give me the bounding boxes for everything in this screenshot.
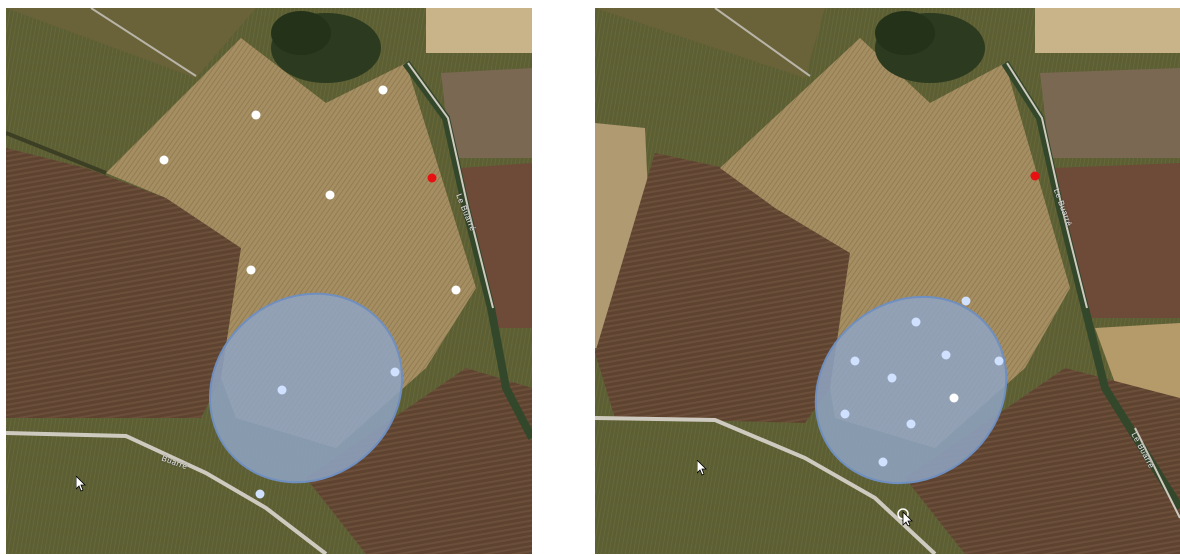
- mouse-cursor-icon: [76, 476, 86, 492]
- map-point[interactable]: [251, 110, 261, 120]
- map-point-selected[interactable]: [850, 356, 860, 366]
- map-point-selected[interactable]: [840, 409, 850, 419]
- field-right-2: [1055, 163, 1180, 318]
- field-top: [6, 8, 256, 78]
- selection-ellipse[interactable]: [778, 258, 1044, 521]
- aerial-map[interactable]: [6, 8, 532, 554]
- map-point[interactable]: [378, 85, 388, 95]
- points-outside: [159, 85, 461, 295]
- map-point-selected[interactable]: [911, 317, 921, 327]
- points-in-selection: [840, 296, 1004, 467]
- map-point[interactable]: [159, 155, 169, 165]
- tree-cluster-2: [271, 11, 331, 55]
- map-point[interactable]: [325, 190, 335, 200]
- aerial-map[interactable]: [595, 8, 1180, 554]
- path-top: [90, 8, 197, 77]
- map-point[interactable]: [246, 265, 256, 275]
- field-top-right: [426, 8, 532, 53]
- points-in-selection: [255, 367, 400, 499]
- tree-cluster-2: [875, 11, 935, 55]
- field-dark-left: [6, 148, 241, 418]
- map-point-selected[interactable]: [277, 385, 287, 395]
- map-point-selected[interactable]: [906, 419, 916, 429]
- path-top: [714, 8, 811, 77]
- mouse-cursor-icon: [697, 460, 707, 476]
- map-point-selected[interactable]: [941, 350, 951, 360]
- map-point-selected[interactable]: [961, 296, 971, 306]
- move-cursor-icon: [897, 508, 913, 526]
- map-panel-right[interactable]: Le Buarré Le Buarré: [595, 8, 1180, 554]
- field-right-1: [441, 68, 532, 158]
- map-point-red[interactable]: [1030, 171, 1040, 181]
- road-right: [407, 62, 494, 309]
- field-top: [595, 8, 825, 78]
- field-top-right: [1035, 8, 1180, 53]
- map-panel-left[interactable]: Le Buarré Buarré: [6, 8, 532, 554]
- map-point[interactable]: [451, 285, 461, 295]
- road-right: [1006, 62, 1088, 309]
- map-point-red[interactable]: [427, 173, 437, 183]
- road-right-lower: [1134, 427, 1180, 519]
- map-point-selected[interactable]: [994, 356, 1004, 366]
- field-dark-left: [595, 153, 850, 423]
- road-bottom: [6, 431, 328, 554]
- road-bottom: [595, 416, 937, 554]
- field-right-2: [461, 163, 532, 328]
- map-point-selected[interactable]: [949, 393, 959, 403]
- field-dark-bottom-right: [306, 368, 532, 554]
- hedge-right: [402, 60, 532, 440]
- hedge-left: [6, 131, 107, 175]
- map-point-selected[interactable]: [887, 373, 897, 383]
- map-point-selected[interactable]: [255, 489, 265, 499]
- map-point-selected[interactable]: [878, 457, 888, 467]
- field-dark-bottom-right: [905, 368, 1180, 554]
- map-point-selected[interactable]: [390, 367, 400, 377]
- field-right-1: [1040, 68, 1180, 158]
- selection-ellipse[interactable]: [172, 255, 441, 521]
